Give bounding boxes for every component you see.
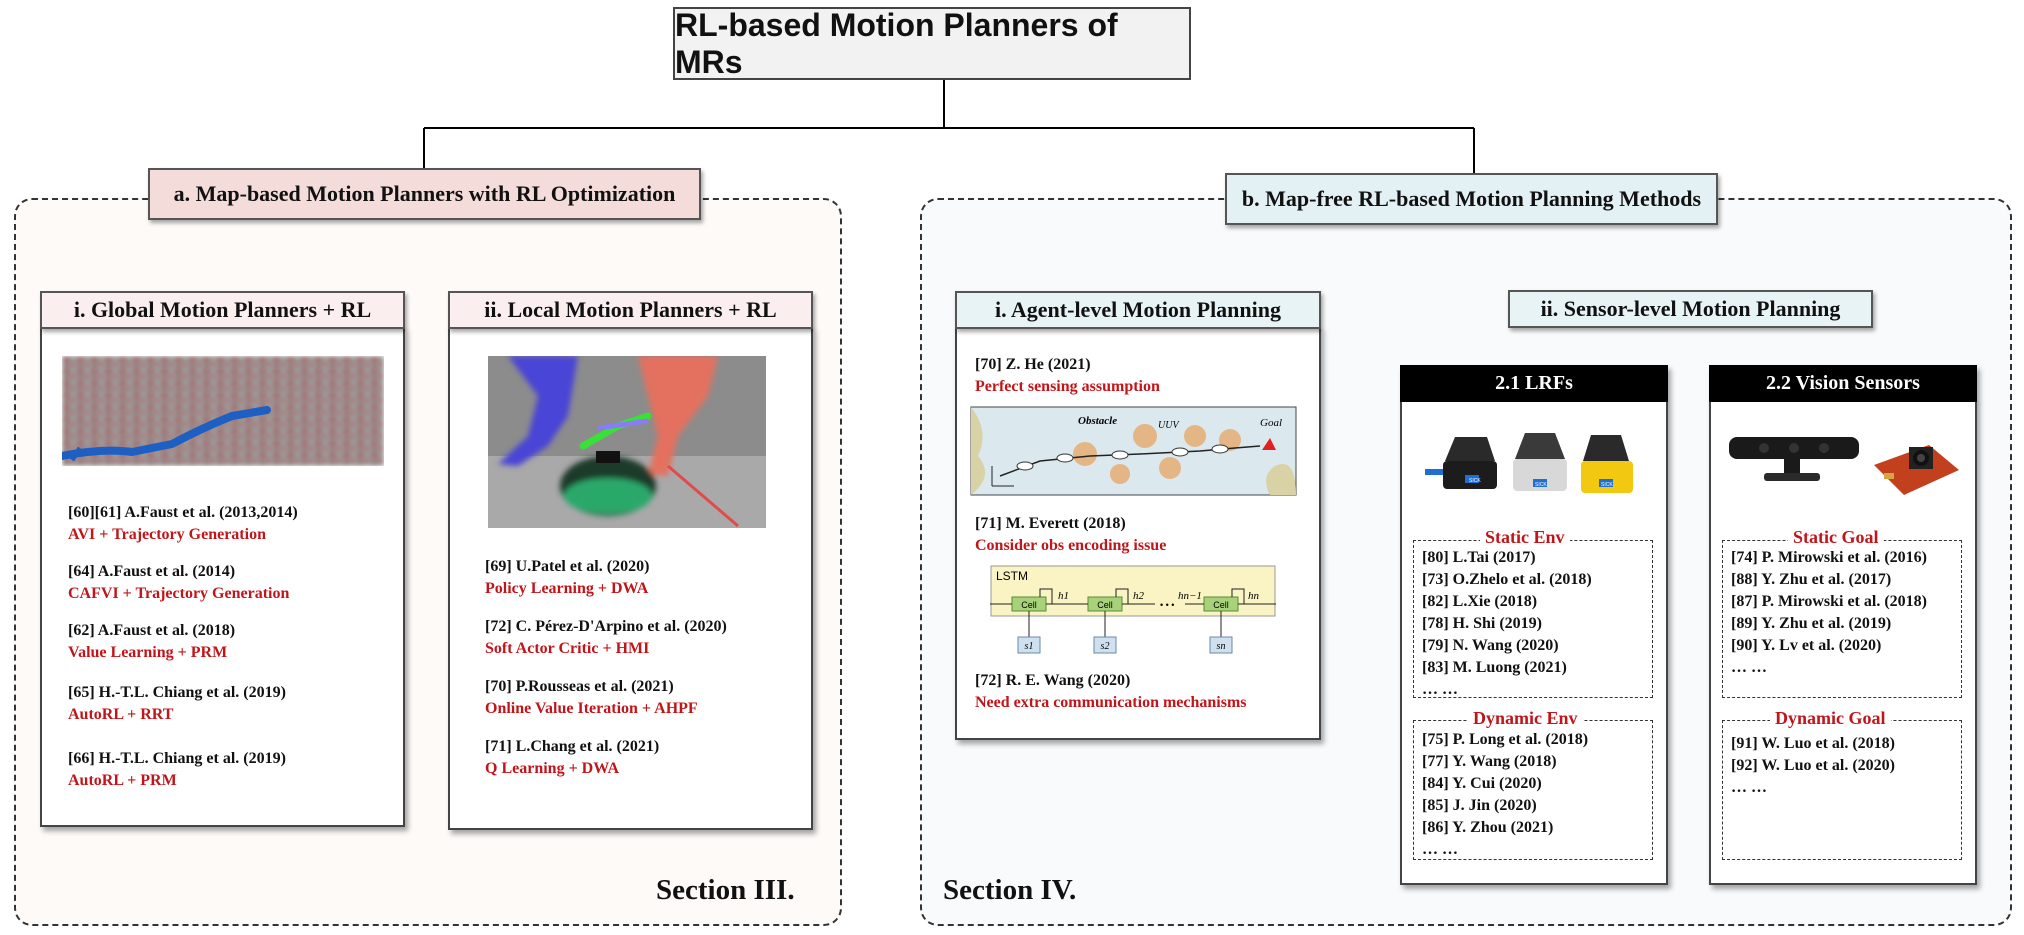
list-item: [85] J. Jin (2020) [1422, 797, 1537, 814]
lrf-dynamic-label: Dynamic Env [1468, 708, 1583, 729]
lidar-2-brand: SICK [1535, 482, 1547, 488]
local-method-3: Online Value Iteration + AHPF [485, 700, 698, 717]
lstm-dots: • • • [1160, 600, 1174, 610]
lrf-static-label: Static Env [1480, 527, 1570, 548]
list-item: … … [1422, 681, 1458, 698]
list-item: … … [1731, 779, 1767, 796]
lstm-sn: sn [1217, 641, 1226, 652]
global-ref-1: [60][61] A.Faust et al. (2013,2014) [68, 504, 298, 521]
lrf-static-list: [80] L.Tai (2017) [73] O.Zhelo et al. (2… [1422, 547, 1592, 701]
fig-lstm-label: LSTM [996, 569, 1028, 583]
uuv-trajectory-figure: Obstacle UUV Goal [970, 406, 1297, 496]
lrf-header: 2.1 LRFs [1400, 365, 1668, 402]
section-a-header: a. Map-based Motion Planners with RL Opt… [148, 168, 701, 220]
list-item: [79] N. Wang (2020) [1422, 637, 1559, 654]
global-method-1: AVI + Trajectory Generation [68, 526, 266, 543]
fig-uuv-label: UUV [1158, 420, 1180, 431]
local-ref-4: [71] L.Chang et al. (2021) [485, 738, 660, 755]
lstm-h1: h1 [1058, 590, 1069, 602]
vision-static-label: Static Goal [1788, 527, 1884, 548]
fig-goal-label: Goal [1260, 417, 1282, 429]
list-item: … … [1731, 659, 1767, 676]
lstm-hn1: hn−1 [1178, 590, 1202, 602]
lstm-hn: hn [1248, 590, 1260, 602]
list-item: [80] L.Tai (2017) [1422, 549, 1536, 566]
agent-ref-3: [72] R. E. Wang (2020) [975, 672, 1131, 689]
robot-pedestrian-photo [488, 356, 766, 528]
vision-static-list: [74] P. Mirowski et al. (2016) [88] Y. Z… [1731, 547, 1927, 679]
lidar-sensors-photo: SICK SICK SICK [1425, 433, 1633, 493]
agent-note-1: Perfect sensing assumption [975, 378, 1160, 395]
list-item: [83] M. Luong (2021) [1422, 659, 1567, 676]
city-map-figure [62, 356, 384, 466]
vision-header: 2.2 Vision Sensors [1709, 365, 1977, 402]
vision-sensors-photo [1729, 437, 1959, 495]
sensor-level-header: ii. Sensor-level Motion Planning [1508, 290, 1873, 328]
lstm-h2: h2 [1133, 590, 1145, 602]
global-ref-3: [62] A.Faust et al. (2018) [68, 622, 236, 639]
lstm-cell-n-label: Cell [1213, 600, 1229, 610]
global-planners-header: i. Global Motion Planners + RL [40, 291, 405, 329]
lstm-cell-1-label: Cell [1021, 600, 1037, 610]
global-ref-4: [65] H.-T.L. Chiang et al. (2019) [68, 684, 286, 701]
agent-note-3: Need extra communication mechanisms [975, 694, 1247, 711]
global-method-3: Value Learning + PRM [68, 644, 228, 661]
section-b-header: b. Map-free RL-based Motion Planning Met… [1225, 173, 1718, 225]
local-ref-3: [70] P.Rousseas et al. (2021) [485, 678, 674, 695]
agent-note-2: Consider obs encoding issue [975, 537, 1167, 554]
agent-ref-1: [70] Z. He (2021) [975, 356, 1091, 373]
local-method-2: Soft Actor Critic + HMI [485, 640, 650, 657]
lidar-3-brand: SICK [1601, 482, 1613, 488]
local-method-1: Policy Learning + DWA [485, 580, 649, 597]
local-method-4: Q Learning + DWA [485, 760, 620, 777]
lstm-figure: LSTM Cell Cell Cell h1 h2 hn−1 hn • • • … [990, 565, 1276, 654]
list-item: [87] P. Mirowski et al. (2018) [1731, 593, 1927, 610]
section-a-label: Section III. [656, 874, 795, 906]
list-item: [73] O.Zhelo et al. (2018) [1422, 571, 1592, 588]
list-item: [88] Y. Zhu et al. (2017) [1731, 571, 1892, 588]
global-method-5: AutoRL + PRM [68, 772, 177, 789]
fig-obstacle-label: Obstacle [1078, 415, 1117, 427]
global-ref-2: [64] A.Faust et al. (2014) [68, 563, 236, 580]
diagram-title: RL-based Motion Planners of MRs [673, 7, 1191, 80]
lrf-dynamic-list: [75] P. Long et al. (2018) [77] Y. Wang … [1422, 729, 1588, 861]
local-ref-1: [69] U.Patel et al. (2020) [485, 558, 650, 575]
agent-level-header: i. Agent-level Motion Planning [955, 291, 1321, 329]
local-planners-header: ii. Local Motion Planners + RL [448, 291, 813, 329]
local-ref-2: [72] C. Pérez-D'Arpino et al. (2020) [485, 618, 727, 635]
agent-ref-2: [71] M. Everett (2018) [975, 515, 1126, 532]
list-item: [74] P. Mirowski et al. (2016) [1731, 549, 1927, 566]
lstm-cell-2-label: Cell [1097, 600, 1113, 610]
list-item: [91] W. Luo et al. (2018) [1731, 735, 1895, 752]
list-item: … … [1422, 841, 1458, 858]
vision-dynamic-label: Dynamic Goal [1770, 708, 1891, 729]
list-item: [75] P. Long et al. (2018) [1422, 731, 1589, 748]
section-b-label: Section IV. [943, 874, 1077, 906]
list-item: [86] Y. Zhou (2021) [1422, 819, 1554, 836]
global-method-4: AutoRL + RRT [68, 706, 174, 723]
global-method-2: CAFVI + Trajectory Generation [68, 585, 290, 602]
list-item: [78] H. Shi (2019) [1422, 615, 1542, 632]
list-item: [90] Y. Lv et al. (2020) [1731, 637, 1882, 654]
list-item: [84] Y. Cui (2020) [1422, 775, 1542, 792]
lidar-1-brand: SICK [1469, 478, 1481, 484]
global-ref-5: [66] H.-T.L. Chiang et al. (2019) [68, 750, 286, 767]
list-item: [77] Y. Wang (2018) [1422, 753, 1557, 770]
list-item: [92] W. Luo et al. (2020) [1731, 757, 1895, 774]
list-item: [82] L.Xie (2018) [1422, 593, 1538, 610]
vision-dynamic-list: [91] W. Luo et al. (2018) [92] W. Luo et… [1731, 733, 1895, 799]
lstm-s2: s2 [1101, 641, 1110, 652]
list-item: [89] Y. Zhu et al. (2019) [1731, 615, 1892, 632]
agent-level-panel [955, 327, 1321, 740]
lstm-s1: s1 [1025, 641, 1034, 652]
